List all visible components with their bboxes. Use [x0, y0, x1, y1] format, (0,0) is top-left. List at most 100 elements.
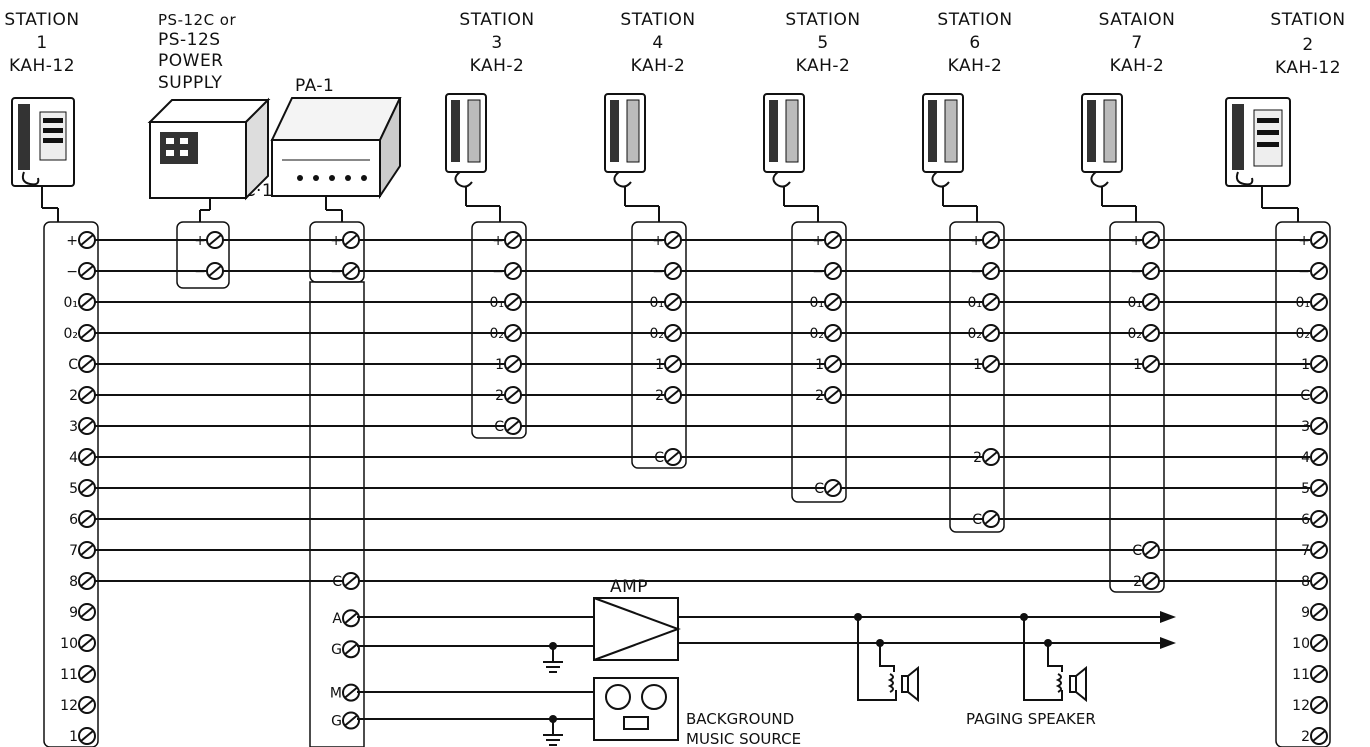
- station-2-terminal: 8: [1301, 572, 1328, 590]
- kah-2-phones: [445, 93, 1137, 222]
- background-music-source: BACKGROUND MUSIC SOURCE: [357, 677, 801, 747]
- station-1-terminal: 0₁: [63, 293, 96, 311]
- station-3-terminal: +: [492, 231, 522, 249]
- station-1-terminal: 9: [69, 603, 96, 621]
- station-5-terminal-block: [791, 221, 847, 503]
- terminal-label: 0₁: [649, 295, 664, 311]
- terminal-label: 1: [495, 357, 504, 373]
- terminal-label: 8: [1301, 574, 1310, 590]
- bgm-label-line1: BACKGROUND: [686, 710, 794, 728]
- svg-text:STATION: STATION: [785, 10, 860, 30]
- ground-icon: [543, 734, 563, 746]
- terminal-label: 0₁: [63, 295, 78, 311]
- terminal-label: A: [332, 611, 342, 627]
- svg-text:2: 2: [1302, 35, 1313, 55]
- terminal-label: 1: [1301, 357, 1310, 373]
- station-6-terminal: +: [970, 231, 1000, 249]
- terminal-label: 0₂: [63, 326, 78, 342]
- svg-text:KAH-2: KAH-2: [1110, 56, 1165, 76]
- terminal-label: 1: [1133, 357, 1142, 373]
- terminal-label: 1: [69, 729, 78, 745]
- station-2-terminal: 7: [1301, 541, 1328, 559]
- pa-1-terminal-block: [309, 281, 365, 747]
- station-2-terminal: 6: [1301, 510, 1328, 528]
- pa-1-label: PA-1: [295, 76, 334, 96]
- output-arrow-icon: [1160, 637, 1176, 649]
- terminal-label: 3: [1301, 419, 1310, 435]
- station-5-label: STATION 5 KAH-2: [785, 10, 860, 76]
- station-7-terminal: C: [1132, 541, 1160, 559]
- terminal-label: 4: [1301, 450, 1310, 466]
- pa-1-terminal: +: [330, 231, 360, 249]
- output-arrow-icon: [1160, 611, 1176, 623]
- terminal-label: C: [814, 481, 824, 497]
- station-7-terminal: −: [1130, 262, 1160, 280]
- station-3-label: STATION 3 KAH-2: [459, 10, 534, 76]
- station-2-terminal: 12: [1292, 696, 1328, 714]
- power-supply-model-line1: PS-12C or: [158, 11, 236, 29]
- terminal-label: 2: [655, 388, 664, 404]
- terminal-label: G: [331, 714, 342, 730]
- terminal-label: +: [1130, 233, 1142, 249]
- station-2-terminal: 0₁: [1295, 293, 1328, 311]
- speaker-icon: [1069, 665, 1087, 703]
- terminal-label: 10: [1292, 636, 1310, 652]
- station-3-terminal: 0₂: [489, 324, 522, 342]
- station-2-terminal: 9: [1301, 603, 1328, 621]
- terminal-label: −: [1298, 264, 1310, 280]
- terminal-label: 5: [69, 481, 78, 497]
- svg-text:STATION: STATION: [620, 10, 695, 30]
- terminal-label: 0₁: [809, 295, 824, 311]
- terminal-label: 9: [69, 605, 78, 621]
- terminal-label: 0₁: [967, 295, 982, 311]
- terminal-label: C: [654, 450, 664, 466]
- terminal-label: +: [330, 233, 342, 249]
- terminal-label: +: [492, 233, 504, 249]
- terminal-label: −: [492, 264, 504, 280]
- svg-text:KAH-2: KAH-2: [631, 56, 686, 76]
- terminal-boxes: [43, 221, 1331, 747]
- station-1-terminal: 1: [69, 727, 96, 745]
- station-1-number: 1: [36, 33, 47, 53]
- bus-wires: [82, 239, 1310, 582]
- terminal-label: 7: [69, 543, 78, 559]
- terminal-label: +: [812, 233, 824, 249]
- terminal-label: 6: [69, 512, 78, 528]
- terminal-label: +: [194, 233, 206, 249]
- amp-block: AMP: [357, 577, 1176, 673]
- station-1-terminal: 4: [69, 448, 96, 466]
- terminal-label: 2: [1133, 574, 1142, 590]
- terminal-label: 9: [1301, 605, 1310, 621]
- transformer-coil-icon: [887, 673, 894, 693]
- station-7-terminal: 0₂: [1127, 324, 1160, 342]
- station-7-terminal: 2: [1133, 572, 1160, 590]
- terminal-label: +: [1298, 233, 1310, 249]
- station-1-label: STATION 1 KAH-12: [4, 10, 79, 76]
- station-6-terminal: 0₁: [967, 293, 1000, 311]
- station-7-terminal: 1: [1133, 355, 1160, 373]
- power-supply-title-line2: SUPPLY: [158, 73, 222, 93]
- terminal-label: 7: [1301, 543, 1310, 559]
- svg-text:3: 3: [491, 33, 502, 53]
- terminal-label: 12: [60, 698, 78, 714]
- station-4-terminal-block: [631, 221, 687, 469]
- station-6-terminal: 1: [973, 355, 1000, 373]
- station-2-terminal: 3: [1301, 417, 1328, 435]
- power-supply-terminal-block: [176, 221, 230, 289]
- station-6-terminal-block: [949, 221, 1005, 533]
- terminal-label: −: [330, 264, 342, 280]
- power-supply-terminal: −: [194, 262, 224, 280]
- paging-speaker: [1020, 613, 1087, 703]
- station-2-terminal: 11: [1292, 665, 1328, 683]
- station-1-terminal: 10: [60, 634, 96, 652]
- station-2-terminal: 10: [1292, 634, 1328, 652]
- station-5-terminal: 0₂: [809, 324, 842, 342]
- station-1-terminal: 5: [69, 479, 96, 497]
- station-4-terminal: C: [654, 448, 682, 466]
- station-7-terminal: 0₁: [1127, 293, 1160, 311]
- station-5-terminal: 1: [815, 355, 842, 373]
- terminal-label: 2: [973, 450, 982, 466]
- station-6-label: STATION 6 KAH-2: [937, 10, 1012, 76]
- terminal-label: 0₂: [489, 326, 504, 342]
- station-4-terminal: +: [652, 231, 682, 249]
